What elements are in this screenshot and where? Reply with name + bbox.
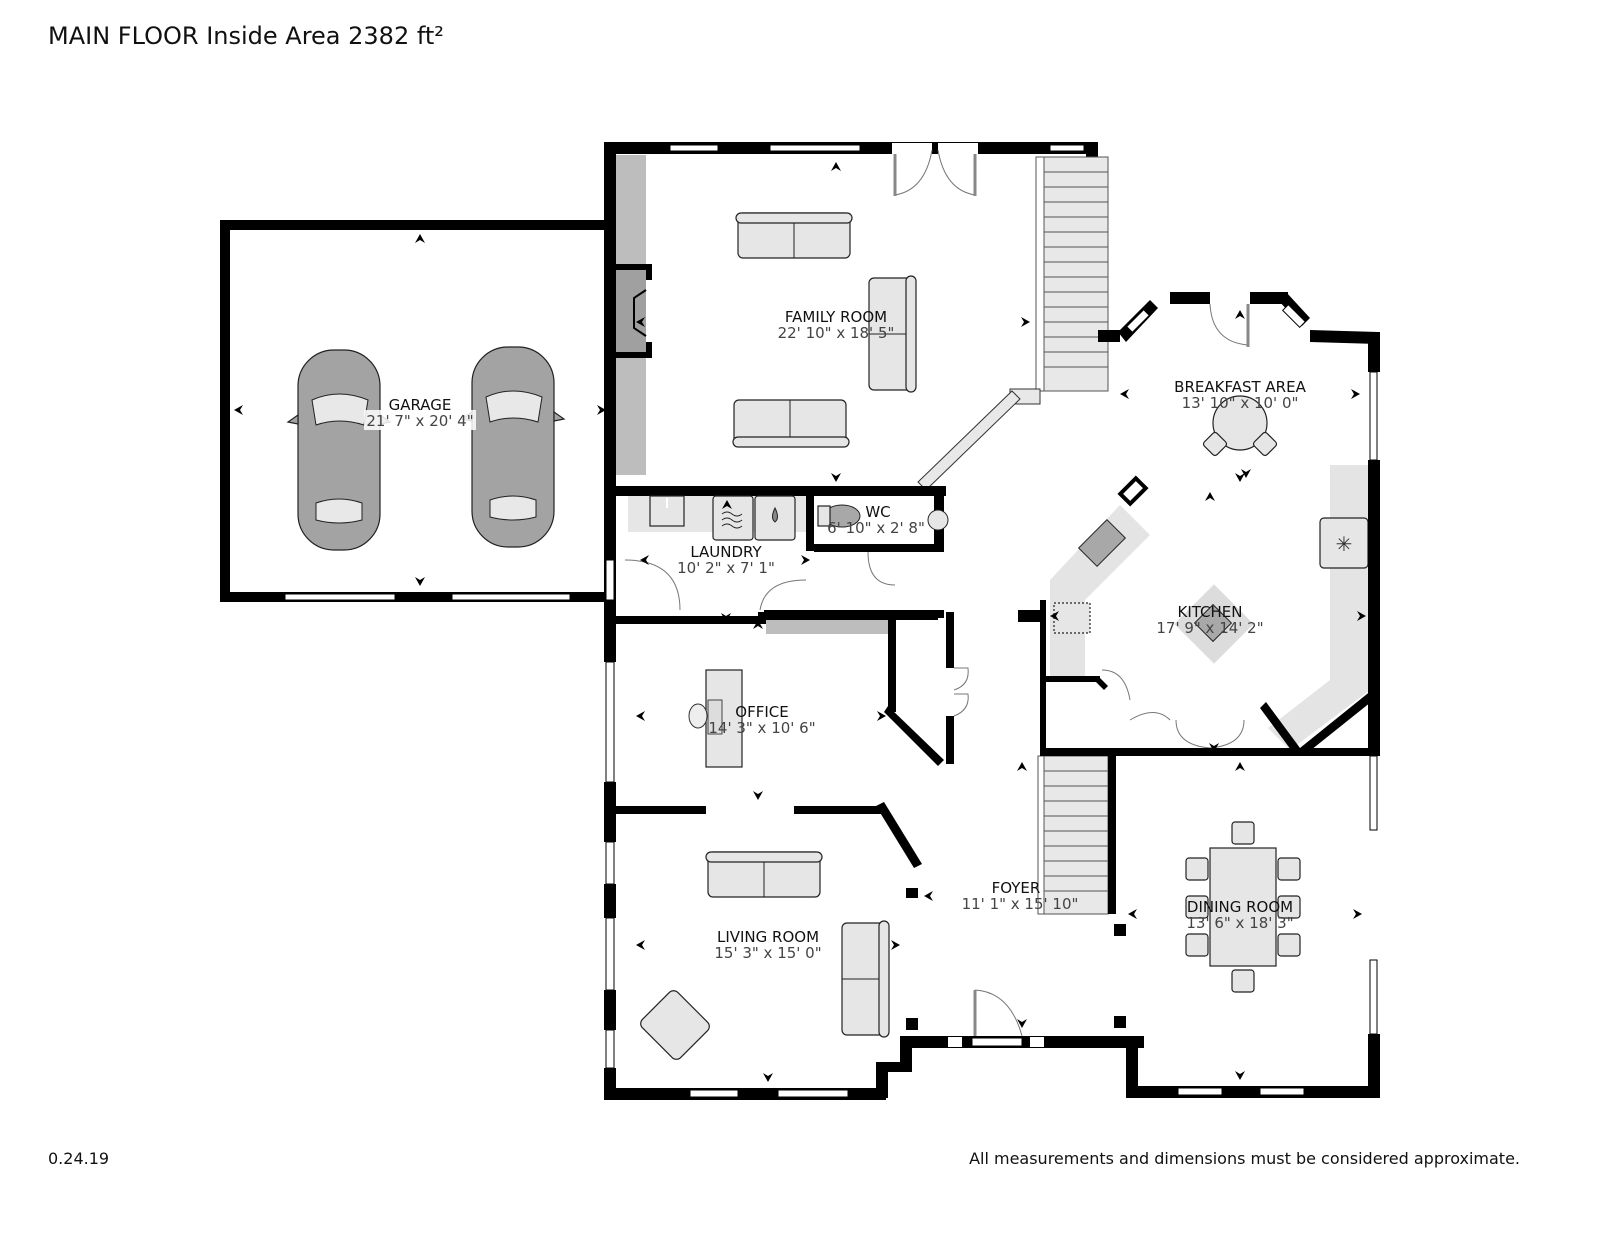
dryer-icon [712, 495, 754, 541]
laundry: LAUNDRY 10' 2" x 7' 1" WC 6' 10" x 2' 8" [616, 486, 949, 624]
arrow-left-icon [234, 405, 243, 415]
room-dims-laundry: 10' 2" x 7' 1" [677, 559, 775, 577]
room-name-garage: GARAGE [389, 396, 452, 414]
island-icon [1174, 584, 1254, 664]
car-icon [286, 349, 392, 551]
living-room: LIVING ROOM 15' 3" x 15' 0" [604, 841, 958, 1100]
room-dims-wc: 6' 10" x 2' 8" [827, 519, 925, 537]
fireplace-icon [612, 264, 652, 358]
floor-title: MAIN FLOOR Inside Area 2382 ft² [48, 22, 444, 50]
room-name-kitchen: KITCHEN [1178, 603, 1243, 621]
room-name-laundry: LAUNDRY [690, 543, 762, 561]
room-dims-foyer: 11' 1" x 15' 10" [962, 895, 1079, 913]
room-dims-kitchen: 17' 9" x 14' 2" [1156, 619, 1263, 637]
dining-table-icon [1185, 821, 1301, 993]
arrow-right-icon [597, 405, 606, 415]
washer-icon [754, 495, 796, 541]
arrow-down-icon [415, 577, 425, 586]
kitchen: ✳ KITCHEN 17' 9" x 14' 2" [1018, 460, 1380, 760]
room-name-wc: WC [865, 503, 890, 521]
room-dims-garage: 21' 7" x 20' 4" [366, 412, 473, 430]
svg-text:✳: ✳ [1336, 532, 1353, 556]
sofa-icon [868, 275, 917, 393]
round-table-icon [1202, 395, 1278, 457]
room-name-breakfast-area: BREAKFAST AREA [1174, 378, 1306, 396]
room-name-family-room: FAMILY ROOM [785, 308, 887, 326]
version-label: 0.24.19 [48, 1149, 110, 1168]
sofa-icon [732, 399, 850, 448]
sofa-icon [841, 920, 890, 1038]
dining-room: DINING ROOM 13' 6" x 18' 3" [1126, 748, 1380, 1098]
room-dims-dining-room: 13' 6" x 18' 3" [1186, 914, 1293, 932]
desk-icon [688, 669, 743, 768]
arrow-up-icon [415, 234, 425, 243]
sink-icon [649, 495, 685, 527]
sofa-icon [705, 851, 823, 898]
room-name-dining-room: DINING ROOM [1187, 898, 1293, 916]
kitchen-sink-icon [1077, 518, 1127, 568]
refrigerator-icon: ✳ [1319, 517, 1369, 569]
room-dims-family-room: 22' 10" x 18' 5" [778, 324, 895, 342]
office: OFFICE 14' 3" x 10' 6" [604, 602, 969, 868]
room-dims-office: 14' 3" x 10' 6" [708, 719, 815, 737]
toilet-icon [817, 504, 861, 528]
foyer: FOYER 11' 1" x 15' 10" [924, 748, 1176, 1048]
room-dims-living-room: 15' 3" x 15' 0" [714, 944, 821, 962]
staircase-icon [1035, 156, 1109, 392]
armchair-icon [640, 990, 710, 1060]
room-dims-breakfast-area: 13' 10" x 10' 0" [1182, 394, 1299, 412]
room-name-living-room: LIVING ROOM [717, 928, 819, 946]
staircase-icon [1037, 755, 1109, 915]
room-name-foyer: FOYER [992, 879, 1041, 897]
sofa-icon [735, 212, 853, 259]
car-icon [460, 346, 566, 548]
disclaimer-text: All measurements and dimensions must be … [969, 1149, 1520, 1168]
breakfast-area: BREAKFAST AREA 13' 10" x 10' 0" [1098, 292, 1380, 482]
garage: GARAGE 21' 7" x 20' 4" [220, 220, 612, 602]
room-name-office: OFFICE [735, 703, 788, 721]
family-room: FAMILY ROOM 22' 10" x 18' 5" [604, 142, 1109, 491]
